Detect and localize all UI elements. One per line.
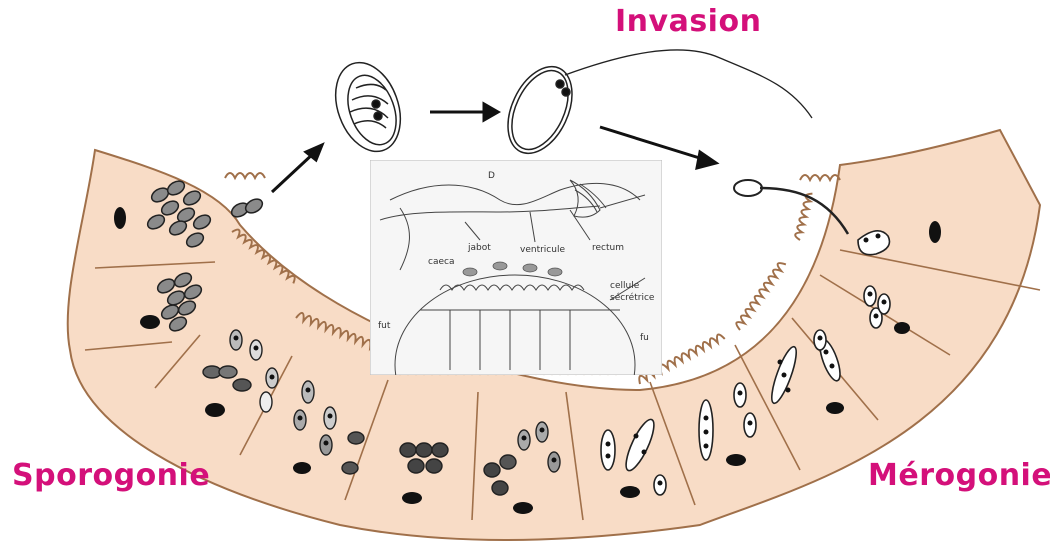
gut-anatomy-inset: D jabot ventricule rectum caeca cellule … [370,160,662,375]
germinating-spore [495,50,812,164]
free-spore [324,54,412,161]
inset-label-jabot: jabot [467,243,491,253]
merogonie-label: Mérogonie [868,458,1050,493]
inset-letter-d: D [488,171,495,181]
inset-code-left: fut [378,321,391,331]
invasion-label: Invasion [615,4,761,39]
inset-label-cellules-1: cellule [610,281,640,291]
inset-label-caeca: caeca [428,257,454,267]
inset-label-cellules-2: sécrétrice [610,292,655,303]
inset-code-right: fu [640,333,649,343]
inset-label-rectum: rectum [592,243,624,253]
sporogonie-label: Sporogonie [12,458,210,493]
inset-label-ventricule: ventricule [520,245,565,255]
